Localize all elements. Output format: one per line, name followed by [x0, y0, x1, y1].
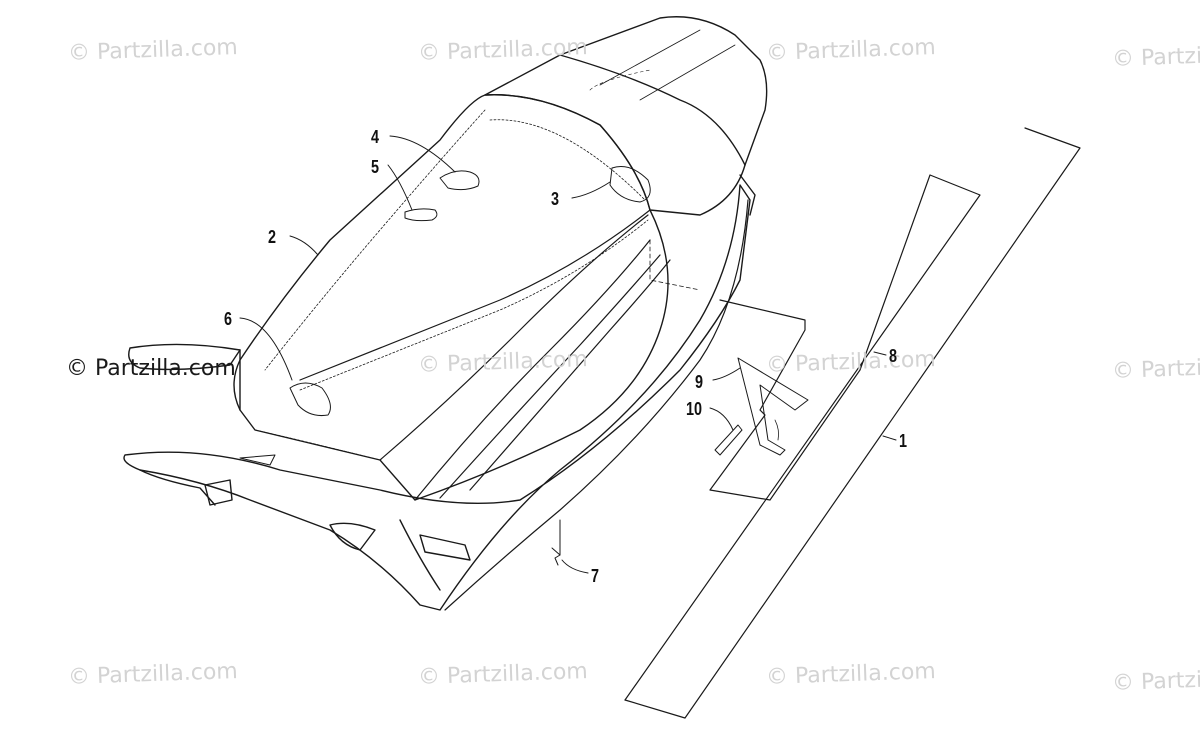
pad-5	[404, 208, 438, 222]
seat-surface	[233, 94, 669, 501]
callout-9[interactable]: 9	[695, 372, 704, 392]
callout-7[interactable]: 7	[591, 566, 600, 586]
callout-1[interactable]: 1	[899, 431, 908, 451]
part-9-bracket	[737, 357, 809, 456]
pad-3	[609, 166, 651, 203]
watermark: © Partzilla.com	[1111, 353, 1200, 384]
seat-base	[123, 184, 751, 611]
callout-2[interactable]: 2	[268, 227, 277, 247]
watermark: © Partzilla.com	[1111, 665, 1200, 696]
bracket-8	[624, 174, 981, 701]
callout-4[interactable]: 4	[371, 127, 380, 147]
watermark: © Partzilla.com	[1111, 41, 1200, 72]
watermark-dark: © Partzilla.com	[66, 356, 236, 381]
bracket-1	[624, 127, 1081, 719]
pad-4	[439, 170, 480, 191]
callout-8[interactable]: 8	[889, 346, 898, 366]
callout-3[interactable]: 3	[551, 189, 560, 209]
seat-front-rail	[128, 343, 241, 371]
callout-6[interactable]: 6	[224, 309, 233, 329]
pad-6	[289, 382, 331, 416]
callout-5[interactable]: 5	[371, 157, 380, 177]
part-10-rivet	[714, 424, 743, 456]
callout-10[interactable]: 10	[686, 399, 703, 419]
